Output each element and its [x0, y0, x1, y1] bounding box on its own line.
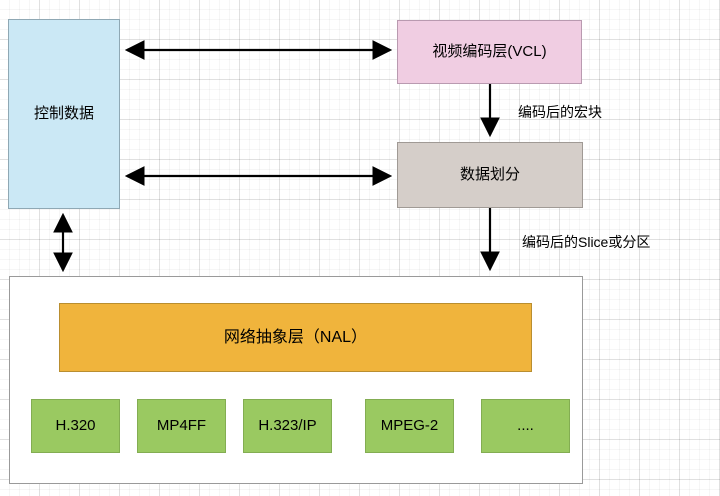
- node-control-data[interactable]: 控制数据: [8, 19, 120, 209]
- node-protocol-h320[interactable]: H.320: [31, 399, 120, 453]
- node-protocol-h323ip[interactable]: H.323/IP: [243, 399, 332, 453]
- node-video-coding-layer[interactable]: 视频编码层(VCL): [397, 20, 582, 84]
- node-network-abstraction-layer[interactable]: 网络抽象层（NAL）: [59, 303, 532, 372]
- node-protocol-mpeg2[interactable]: MPEG-2: [365, 399, 454, 453]
- node-protocol-more[interactable]: ....: [481, 399, 570, 453]
- edge-label-encoded-macroblock: 编码后的宏块: [518, 104, 602, 120]
- edge-label-encoded-slice: 编码后的Slice或分区: [522, 234, 651, 250]
- node-data-partition[interactable]: 数据划分: [397, 142, 583, 208]
- node-protocol-mp4ff[interactable]: MP4FF: [137, 399, 226, 453]
